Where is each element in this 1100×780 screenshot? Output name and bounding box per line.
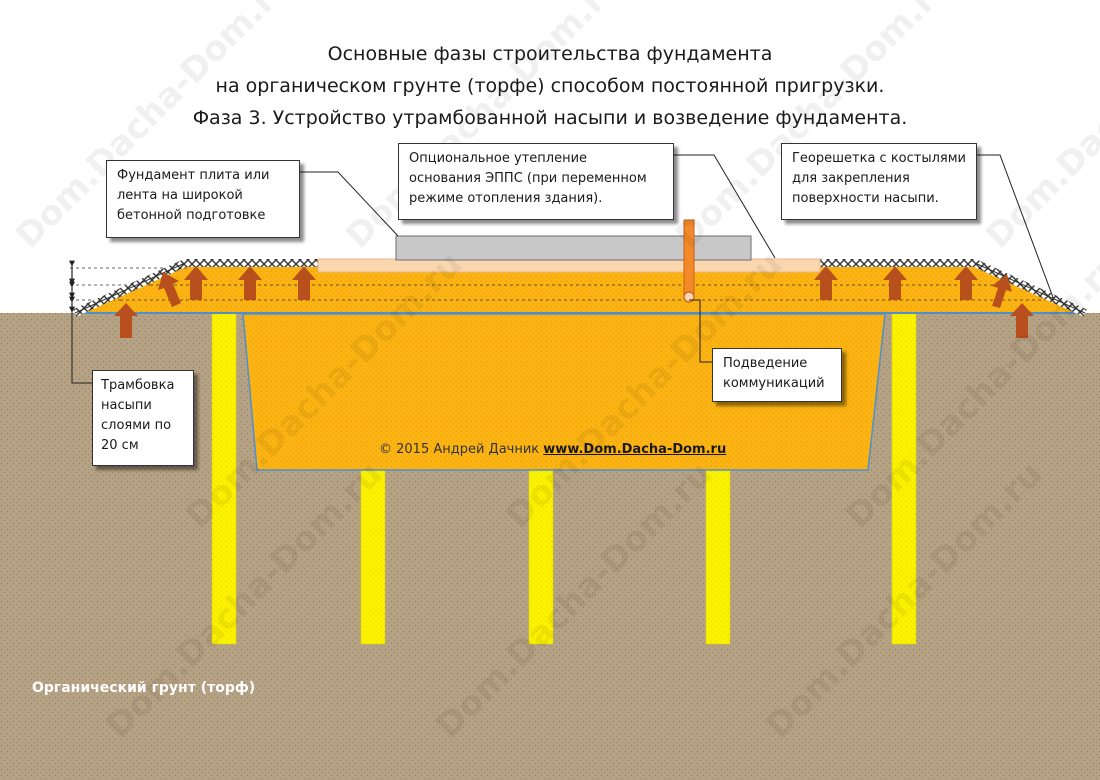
callout-compaction: Трамбовка насыпи слоями по 20 см: [92, 370, 194, 466]
callout-line: Подведение: [723, 356, 808, 371]
callout-line: Трамбовка: [101, 378, 175, 393]
stake-arrow-icon: [814, 266, 838, 300]
stake-arrow-icon: [1010, 303, 1034, 338]
stake-arrow-icon: [883, 266, 907, 300]
callout-line: Георешетка с костылями: [792, 151, 967, 166]
geogrid: [73, 259, 1087, 317]
copyright-text: © 2015 Андрей Дачник: [379, 442, 544, 457]
callout-line: бетонной подготовке: [117, 208, 266, 223]
pile: [528, 469, 554, 645]
callout-geogrid: Георешетка с костылями для закрепления п…: [781, 143, 977, 220]
pile: [211, 313, 237, 645]
diagram-title: Основные фазы строительства фундамента н…: [0, 38, 1100, 134]
title-line-2: на органическом грунте (торфе) способом …: [215, 75, 885, 97]
callout-line: режиме отопления здания).: [409, 191, 603, 206]
callout-line: поверхности насыпи.: [792, 191, 939, 206]
callout-line: коммуникаций: [723, 376, 825, 391]
callout-line: для закрепления: [792, 171, 910, 186]
callout-line: Опциональное утепление: [409, 151, 588, 166]
title-line-1: Основные фазы строительства фундамента: [327, 43, 773, 65]
stake-arrow-icon: [114, 303, 138, 338]
piles: [211, 313, 917, 645]
callout-line: основания ЭППС (при переменном: [409, 171, 647, 186]
callout-line: насыпи: [101, 398, 152, 413]
callout-line: 20 см: [101, 438, 139, 453]
stake-arrow-icon: [238, 266, 262, 300]
callout-line: лента на широкой: [117, 188, 243, 203]
stake-arrow-icon: [954, 266, 978, 300]
stake-arrow-icon: [184, 266, 208, 300]
callout-line: Фундамент плита или: [117, 168, 270, 183]
pile: [705, 469, 731, 645]
pile: [360, 469, 386, 645]
callout-line: слоями по: [101, 418, 172, 433]
leader-lines: [71, 154, 1055, 384]
site-link[interactable]: www.Dom.Dacha-Dom.ru: [543, 442, 727, 457]
anchor-stakes: [114, 266, 1034, 338]
callout-utilities: Подведение коммуникаций: [712, 348, 842, 402]
copyright-notice: © 2015 Андрей Дачник www.Dom.Dacha-Dom.r…: [379, 442, 726, 457]
stake-arrow-icon: [158, 272, 181, 307]
soil-label: Органический грунт (торф): [32, 680, 256, 696]
callout-foundation: Фундамент плита или лента на широкой бет…: [106, 160, 300, 238]
stake-arrow-icon: [292, 266, 316, 300]
stake-arrow-icon: [992, 274, 1012, 308]
callout-insulation: Опциональное утепление основания ЭППС (п…: [398, 143, 674, 220]
title-line-3: Фаза 3. Устройство утрамбованной насыпи …: [192, 107, 908, 129]
